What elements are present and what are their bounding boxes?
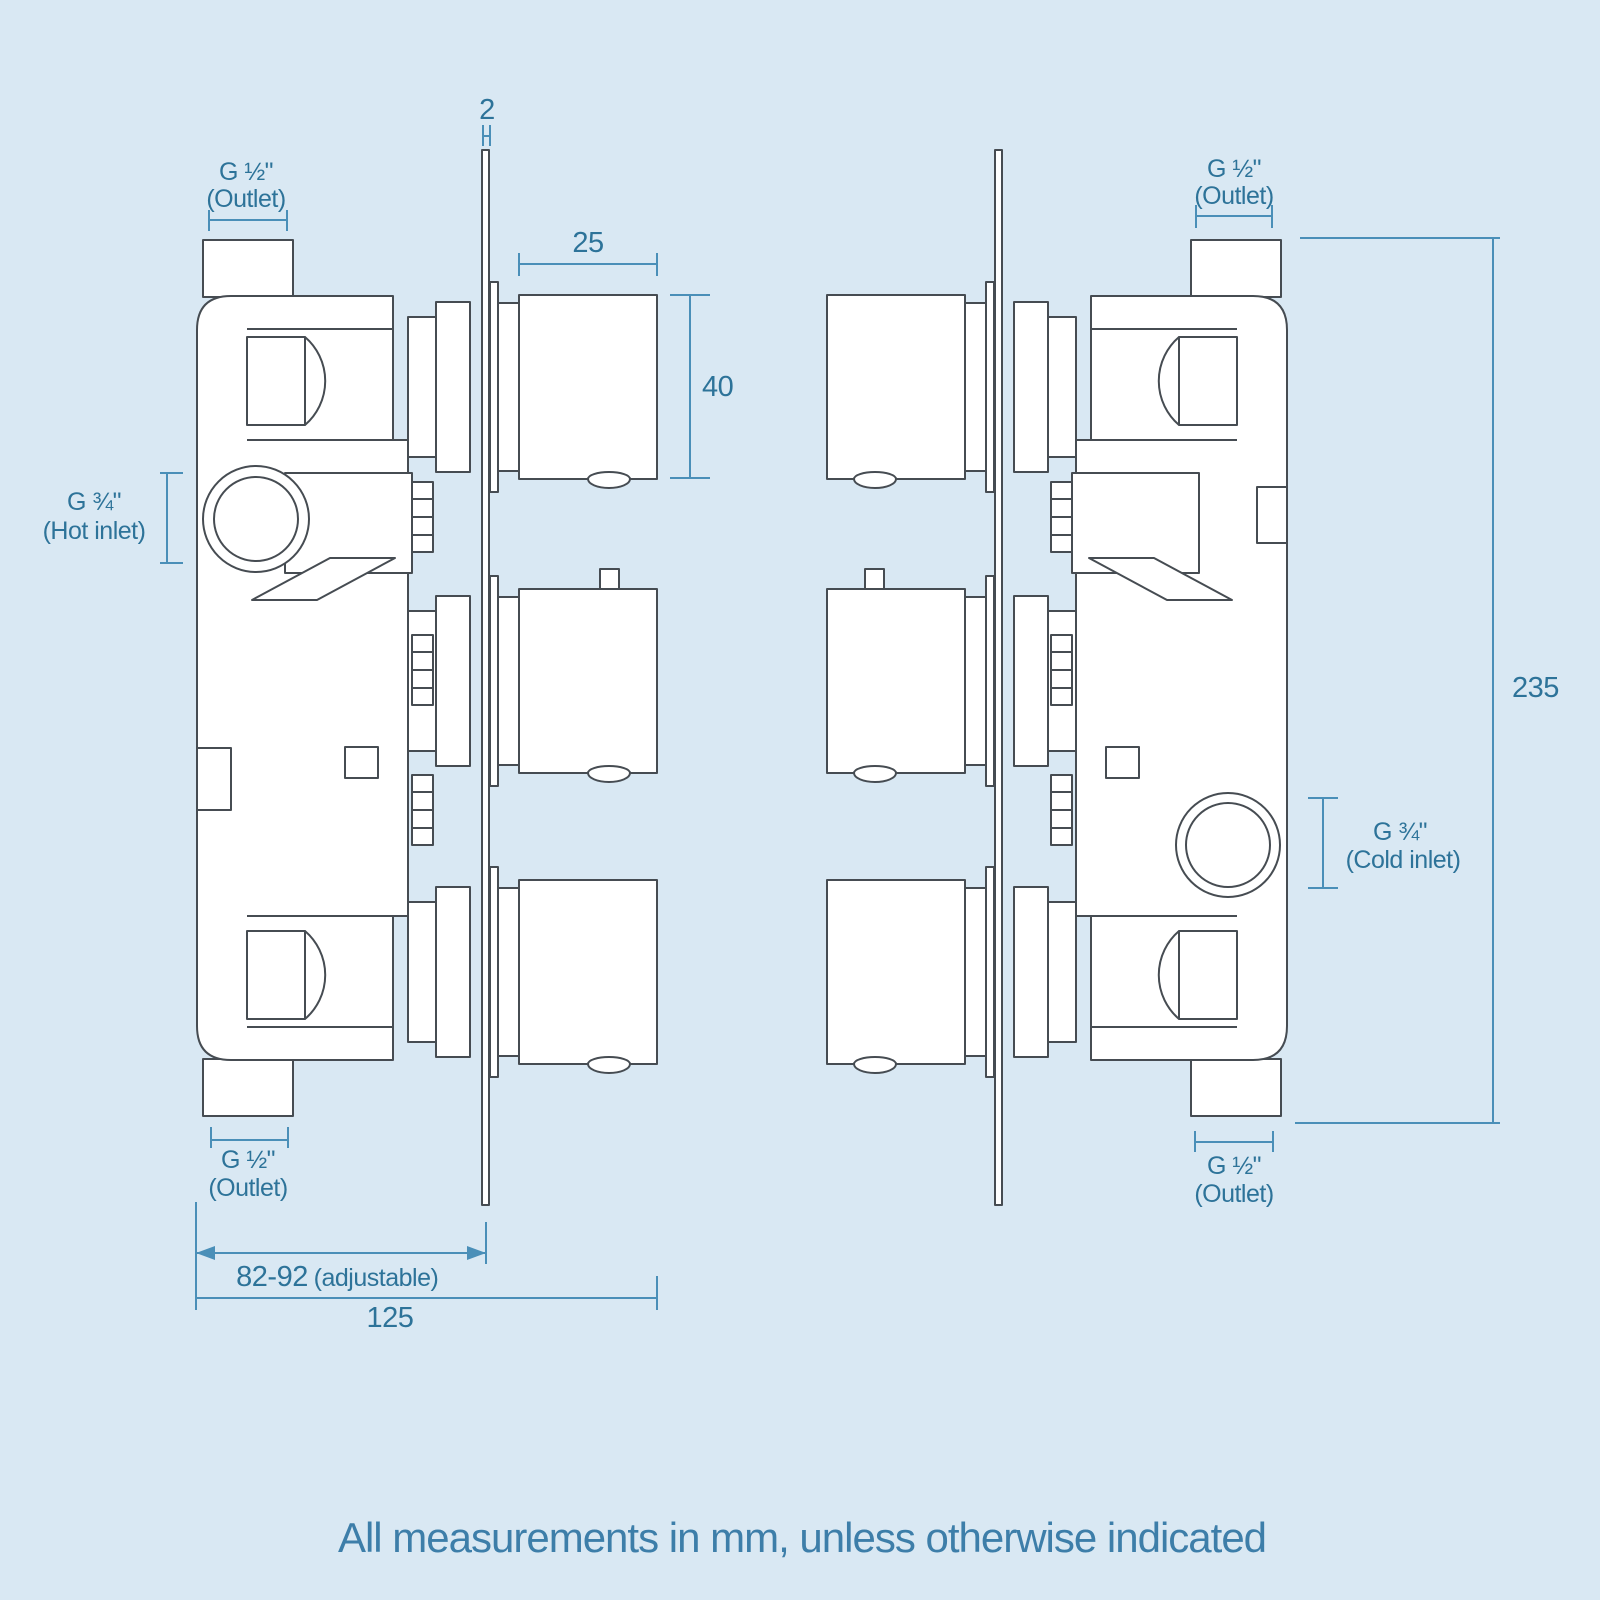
right-body-notch xyxy=(1256,486,1288,544)
cold-inlet-name: (Cold inlet) xyxy=(1346,846,1461,874)
dim-outlet-bottom-left-line xyxy=(210,1127,289,1148)
outlet-bottom-right-name: (Outlet) xyxy=(1194,1180,1273,1208)
dim-plate-thickness-value: 2 xyxy=(479,94,495,126)
dim-arrow-left xyxy=(196,1246,215,1260)
outlet-bottom-left-name: (Outlet) xyxy=(208,1174,287,1202)
outlet-bottom-right-size: G ½" xyxy=(1207,1152,1261,1180)
dim-outlet-bottom-right-line xyxy=(1194,1131,1274,1152)
label-outlet-top-left: G ½" (Outlet) xyxy=(206,158,288,231)
dim-knob-height-line xyxy=(670,294,710,479)
dim-knob-height: 40 xyxy=(670,294,734,479)
dim-knob-width-value: 25 xyxy=(572,227,603,259)
measurements-note: All measurements in mm, unless otherwise… xyxy=(338,1514,1266,1561)
label-outlet-bottom-right: G ½" (Outlet) xyxy=(1194,1131,1274,1208)
dim-outlet-top-right-line xyxy=(1195,205,1273,228)
hot-inlet-size: G ¾" xyxy=(67,488,121,516)
dim-plate-thickness: 2 xyxy=(479,94,495,146)
left-valve-details xyxy=(196,465,310,811)
left-valve xyxy=(196,149,658,1206)
dim-overall-height-line xyxy=(1295,237,1500,1124)
hot-inlet-name: (Hot inlet) xyxy=(43,517,146,545)
dim-outlet-top-left-line xyxy=(208,210,288,231)
label-outlet-top-right: G ½" (Outlet) xyxy=(1194,155,1274,228)
right-valve xyxy=(826,149,1288,1206)
dim-adjustable-depth: 82-92 (adjustable) xyxy=(195,1202,487,1310)
dim-hot-inlet-line xyxy=(160,472,183,564)
outlet-top-right-size: G ½" xyxy=(1207,155,1261,183)
dim-knob-width-line xyxy=(518,253,658,276)
cold-inlet-port-inner xyxy=(1185,802,1271,888)
dim-knob-width: 25 xyxy=(518,227,658,276)
dim-adjustable-value: 82-92 xyxy=(236,1261,308,1293)
outlet-top-left-name: (Outlet) xyxy=(206,185,285,213)
dim-adjustable-line xyxy=(195,1202,487,1310)
dim-overall-height-value: 235 xyxy=(1512,672,1559,704)
dim-knob-height-value: 40 xyxy=(702,371,733,403)
left-body-notch xyxy=(196,747,232,811)
cold-inlet-size: G ¾" xyxy=(1373,818,1427,846)
dim-cold-inlet-line xyxy=(1308,797,1338,889)
dim-overall-width: 125 xyxy=(195,1276,658,1334)
dim-overall-width-value: 125 xyxy=(367,1302,414,1334)
label-outlet-bottom-left: G ½" (Outlet) xyxy=(208,1127,289,1202)
outlet-top-right-name: (Outlet) xyxy=(1194,182,1273,210)
label-cold-inlet: G ¾" (Cold inlet) xyxy=(1308,797,1461,889)
dim-overall-height: 235 xyxy=(1295,237,1559,1124)
dim-adjustable-note: (adjustable) xyxy=(314,1264,439,1292)
right-valve-details xyxy=(1175,486,1288,898)
hot-inlet-port-inner xyxy=(213,476,299,562)
dim-plate-ticks xyxy=(482,125,491,146)
outlet-bottom-left-size: G ½" xyxy=(221,1146,275,1174)
outlet-top-left-size: G ½" xyxy=(219,158,273,186)
label-hot-inlet: G ¾" (Hot inlet) xyxy=(43,472,183,564)
dim-arrow-right xyxy=(467,1246,486,1260)
dim-overall-width-line xyxy=(195,1276,658,1310)
